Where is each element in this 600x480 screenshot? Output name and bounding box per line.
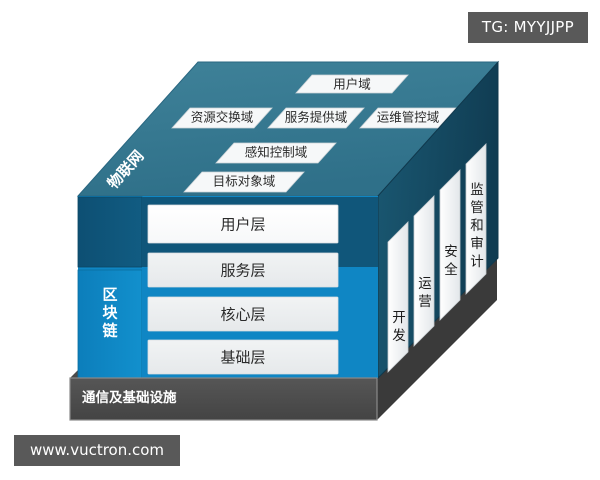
- blockchain-title-char-2: 块: [102, 304, 118, 322]
- side-panel-operations-label-group: 运 营: [418, 276, 432, 310]
- watermark-badge: www.vuctron.com: [14, 435, 181, 466]
- side-panel-label-supervision-audit-char-4: 审: [470, 236, 484, 252]
- layer-bar-foundation-layer[interactable]: [147, 339, 339, 375]
- side-panel-label-operations-char-2: 营: [418, 294, 432, 310]
- domain-box-resource-exchange-domain: [171, 107, 273, 129]
- domain-box-service-provider-domain: [267, 107, 365, 129]
- blockchain-title-char-3: 链: [102, 322, 118, 340]
- domain-label-target-object-domain: 目标对象域: [213, 174, 276, 189]
- domain-box-ops-management-domain: [359, 107, 457, 129]
- layer-bar-user-layer[interactable]: [147, 204, 339, 244]
- iot-left-panel: [77, 196, 143, 268]
- side-panel-label-supervision-audit-char-3: 和: [470, 218, 484, 234]
- side-panel-development[interactable]: [387, 221, 409, 373]
- layer-bar-service-layer[interactable]: [147, 252, 339, 288]
- bottom-bar-comm-infrastructure: [69, 377, 378, 421]
- domain-box-target-object-domain: [183, 171, 305, 193]
- tg-badge: TG: MYYJJPP: [467, 12, 588, 43]
- side-panel-security[interactable]: [439, 169, 461, 321]
- domain-label-sensing-control-domain: 感知控制域: [245, 145, 308, 160]
- side-panel-label-development-char-2: 发: [392, 328, 406, 344]
- side-panel-label-supervision-audit-char-5: 计: [470, 254, 484, 270]
- side-panel-label-development-char-1: 开: [392, 310, 406, 326]
- side-panel-development-label-group: 开 发: [392, 310, 406, 344]
- side-panel-supervision-audit-label-group: 监 管 和 审 计: [470, 182, 484, 270]
- layer-bar-core-layer[interactable]: [147, 296, 339, 332]
- side-panel-label-supervision-audit-char-1: 监: [470, 182, 484, 198]
- domain-label-service-provider-domain: 服务提供域: [285, 110, 348, 125]
- blockchain-title-char-1: 区: [102, 286, 117, 304]
- layer-label-core-layer: 核心层: [220, 306, 265, 324]
- domain-label-resource-exchange-domain: 资源交换域: [191, 110, 254, 125]
- side-panel-supervision-audit[interactable]: [465, 143, 487, 295]
- layer-label-service-layer: 服务层: [220, 262, 265, 280]
- domain-label-user-domain: 用户域: [333, 77, 371, 92]
- side-panel-operations[interactable]: [413, 195, 435, 347]
- side-panel-security-label-group: 安 全: [444, 244, 458, 278]
- bottom-bar-label: 通信及基础设施: [82, 389, 177, 406]
- side-panel-label-operations-char-1: 运: [418, 276, 432, 292]
- domain-box-sensing-control-domain: [215, 142, 337, 164]
- bottom-slab-side-face: [377, 258, 497, 420]
- layer-label-user-layer: 用户层: [220, 216, 265, 234]
- side-panel-label-security-char-2: 全: [444, 261, 458, 278]
- side-panel-label-supervision-audit-char-2: 管: [470, 200, 484, 216]
- side-panel-label-security-char-1: 安: [444, 244, 458, 260]
- domain-box-user-domain: [295, 74, 409, 94]
- layer-label-foundation-layer: 基础层: [220, 349, 265, 367]
- domain-label-ops-management-domain: 运维管控域: [377, 110, 440, 125]
